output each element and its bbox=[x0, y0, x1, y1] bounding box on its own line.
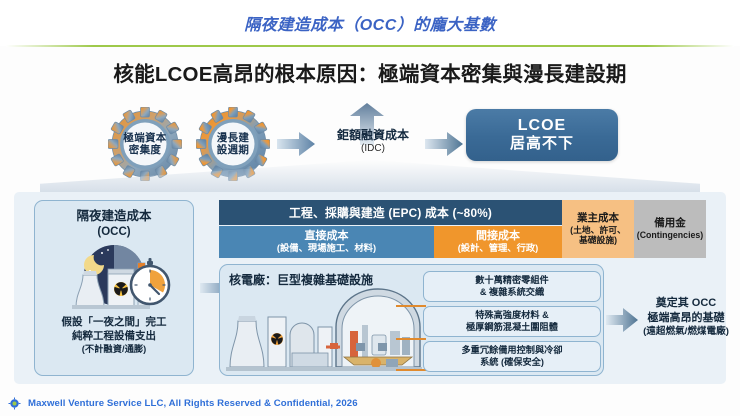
occ-title-line2: (OCC) bbox=[97, 225, 131, 238]
owner-cost-cell: 業主成本 (土地、許可、 基礎設施) bbox=[562, 200, 634, 258]
indirect-cost-cell: 間接成本 (設計、管理、行政) bbox=[434, 226, 562, 258]
npp-bullet-1: 數十萬精密零組件& 複雜系統交織 bbox=[423, 271, 601, 302]
nuclear-plant-cutaway-illustration bbox=[226, 287, 422, 373]
occ-title-line1: 隔夜建造成本 bbox=[76, 209, 152, 223]
leader-line bbox=[396, 369, 426, 371]
conclusion-line1: 奠定其 OCC bbox=[655, 297, 717, 309]
arrow-up-icon bbox=[347, 103, 387, 145]
occ-card: 隔夜建造成本 (OCC) bbox=[34, 200, 194, 376]
slide-footer: Maxwell Venture Service LLC, All Rights … bbox=[0, 394, 740, 412]
slide-header: 隔夜建造成本（OCC）的龐大基數 bbox=[0, 0, 740, 46]
contingency-sub: (Contingencies) bbox=[636, 230, 704, 241]
gear-a-line1: 極端資本 bbox=[123, 131, 167, 144]
direct-cost-cell: 直接成本 (設備、現場施工、材料) bbox=[219, 226, 434, 258]
leader-line bbox=[396, 338, 426, 340]
owner-cost-title: 業主成本 bbox=[577, 212, 619, 225]
owner-cost-sub-line2: 基礎設施) bbox=[578, 235, 618, 246]
page-title: 核能LCOE高昂的根本原因：極端資本密集與漫長建設期 bbox=[113, 63, 627, 86]
occ-note-line1: 假設「一夜之間」完工 bbox=[61, 316, 167, 328]
nuclear-plant-night-illustration bbox=[50, 241, 178, 313]
gear-long-build-cycle-label: 漫長建 設週期 bbox=[196, 107, 270, 181]
arrow-right-icon bbox=[425, 131, 463, 157]
npp-card-title: 核電廠：巨型複雜基礎設施 bbox=[229, 273, 374, 287]
conclusion-line2: 極端高昂的基礎 bbox=[647, 311, 725, 324]
lcoe-subtitle: 居高不下 bbox=[509, 134, 574, 152]
idc-label-group: 鉅額融資成本 (IDC) bbox=[318, 128, 428, 155]
causal-flow-row: 極端資本 密集度 bbox=[0, 103, 740, 185]
occ-note-line3: (不計融資/通膨) bbox=[81, 344, 147, 355]
contingency-cell: 備用金 (Contingencies) bbox=[634, 200, 706, 258]
npp-card: 核電廠：巨型複雜基礎設施 bbox=[219, 264, 604, 376]
occ-card-note: 假設「一夜之間」完工 純粹工程設備支出 (不計融資/通膨) bbox=[62, 315, 167, 356]
gear-b-line2: 設週期 bbox=[216, 144, 250, 156]
npp-bullet-2: 特殊高強度材料 &極厚鋼筋混凝土圍阻體 bbox=[423, 306, 601, 337]
gear-icon bbox=[108, 107, 182, 181]
gear-a-line2: 密集度 bbox=[128, 144, 162, 156]
contingency-title: 備用金 bbox=[654, 217, 686, 230]
lcoe-title: LCOE bbox=[517, 117, 567, 135]
npp-bullet-3: 多重冗餘備用控制與冷卻系統 (確保安全) bbox=[423, 341, 601, 372]
epc-header: 工程、採購與建造 (EPC) 成本 (~80%) bbox=[219, 200, 562, 225]
arrow-right-icon bbox=[277, 131, 315, 157]
company-logo-icon bbox=[8, 397, 21, 410]
leader-line bbox=[396, 305, 426, 307]
indirect-cost-title: 間接成本 bbox=[476, 229, 520, 242]
owner-cost-sub-line1: (土地、許可、 bbox=[570, 224, 626, 235]
occ-card-title: 隔夜建造成本 (OCC) bbox=[76, 209, 151, 239]
occ-note-line2: 純粹工程設備支出 bbox=[72, 330, 156, 343]
idc-label: 鉅額融資成本 bbox=[336, 128, 409, 142]
arrow-right-icon bbox=[606, 307, 638, 333]
header-divider bbox=[6, 45, 734, 47]
direct-cost-title: 直接成本 bbox=[304, 229, 349, 242]
conclusion-text: 奠定其 OCC 極端高昂的基礎 (遠超燃氣/燃煤電廠) bbox=[626, 296, 740, 339]
header-title: 隔夜建造成本（OCC）的龐大基數 bbox=[244, 17, 496, 34]
gear-long-build-cycle: 漫長建 設週期 bbox=[196, 107, 270, 181]
gear-capital-intensity: 極端資本 密集度 bbox=[108, 107, 182, 181]
epc-cost-row: 直接成本 (設備、現場施工、材料) 間接成本 (設計、管理、行政) bbox=[219, 226, 562, 258]
idc-sublabel: (IDC) bbox=[361, 143, 385, 155]
lcoe-result-box: LCOE 居高不下 bbox=[466, 109, 618, 161]
direct-cost-sub: (設備、現場施工、材料) bbox=[276, 243, 377, 254]
gear-capital-intensity-label: 極端資本 密集度 bbox=[108, 107, 182, 181]
breakdown-panel: 隔夜建造成本 (OCC) bbox=[14, 192, 729, 384]
gear-icon bbox=[196, 107, 270, 181]
npp-bullet-list: 數十萬精密零組件& 複雜系統交織 特殊高強度材料 &極厚鋼筋混凝土圍阻體 多重冗… bbox=[423, 271, 601, 376]
conclusion-line3: (遠超燃氣/燃煤電廠) bbox=[643, 325, 729, 337]
footer-copyright: Maxwell Venture Service LLC, All Rights … bbox=[28, 397, 358, 409]
gear-b-line1: 漫長建 bbox=[216, 131, 250, 144]
indirect-cost-sub: (設計、管理、行政) bbox=[457, 243, 539, 254]
